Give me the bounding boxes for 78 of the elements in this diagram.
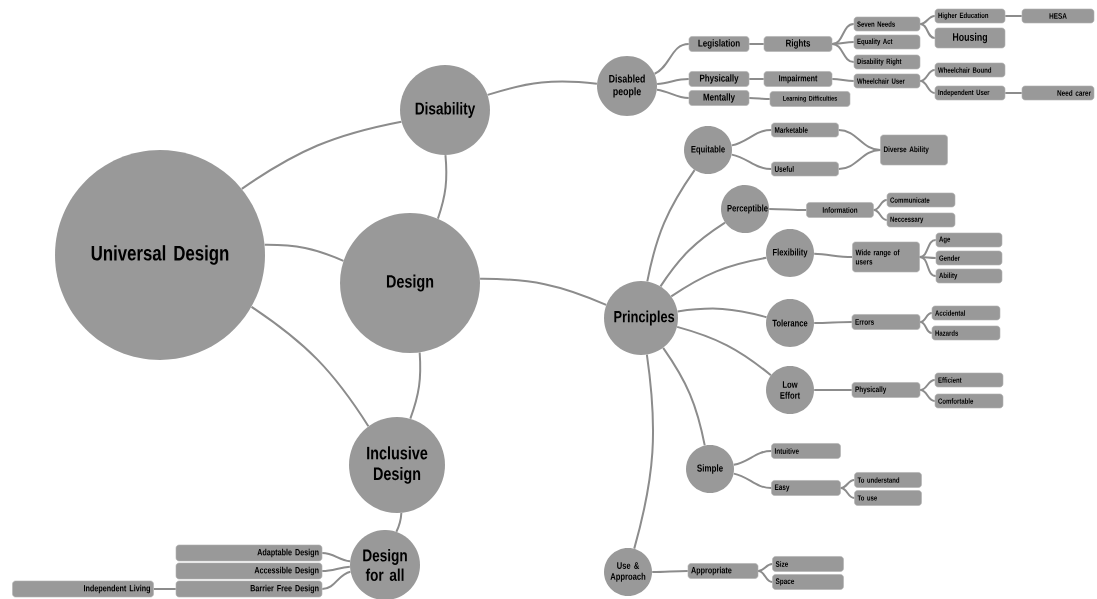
branch-line [321,570,352,590]
branch-line [839,487,856,499]
branch-line [919,389,936,402]
branch-line [321,552,351,563]
branch-line [395,512,403,533]
topic-box: Accessible Design [175,562,323,580]
branch-line [676,307,768,319]
branch-line [813,321,853,324]
branch-line [321,565,351,572]
branch-line [757,570,774,583]
branch-line [656,88,690,99]
branch-line [919,312,933,323]
branch-line [919,69,936,82]
branch-line [919,321,933,334]
branch-line [436,154,448,220]
branch-line [730,153,773,170]
topic-box: Information [806,202,874,218]
branch-line [263,243,345,262]
branch-line [732,450,773,466]
branch-line [831,43,855,63]
branch-line [748,78,765,80]
branch-line [732,472,773,489]
topic-box: Easy [771,480,841,496]
branch-line [919,23,936,39]
branch-line [240,120,403,190]
branch-line [730,129,773,147]
branch-line [813,389,853,391]
branch-line [1004,92,1023,94]
branch-line [1004,15,1023,17]
branch-line [837,149,882,170]
branch-line [486,80,598,96]
branch-line [748,97,771,100]
topic-box: Errors [851,314,921,330]
branch-line [831,78,855,82]
branch-line [152,588,177,590]
topic-box: Physically [688,71,750,87]
topic-box: Housing [934,27,1006,49]
branch-line [409,351,422,420]
branch-line [250,305,370,428]
topic-box: Impairment [763,71,833,87]
branch-line [872,209,888,221]
topic-box: Space [772,574,844,590]
branch-line [919,15,936,25]
branch-line [653,43,690,75]
branch-line [919,80,936,94]
branch-line [633,353,654,550]
branch-line [646,169,696,283]
branch-line [872,199,888,211]
topic-box: Mentally [688,90,750,106]
topic-box: Wide range of users [852,241,920,273]
topic-box: Barrier Free Design [175,580,323,598]
branch-line [656,78,690,85]
topic-box: Rights [763,36,833,52]
branch-line [831,23,855,45]
topic-box: Legislation [688,36,750,52]
branch-line [757,563,774,572]
topic-box: Physically [851,382,921,398]
topic-box: Intuitive [771,443,841,459]
topic-box: Size [772,556,844,572]
topic-box: Useful [771,161,839,177]
branch-line [768,208,808,211]
branch-line [748,43,765,45]
branch-line [670,256,768,298]
branch-line [659,221,727,288]
topic-box: HESA [1021,8,1095,24]
topic-box: Diverse Ability [880,134,948,166]
branch-line [919,379,936,391]
topic-box: Independent Living [12,580,154,598]
branch-line [479,277,608,306]
branch-line [676,325,772,377]
branch-line [813,252,854,258]
branch-line [651,570,689,573]
topic-box: Adaptable Design [175,544,323,562]
branch-line [662,346,706,447]
topic-box: Need carer [1021,85,1095,101]
branch-line [918,256,937,277]
topic-box: Marketable [771,122,839,138]
topic-box: Appropriate [687,563,759,579]
